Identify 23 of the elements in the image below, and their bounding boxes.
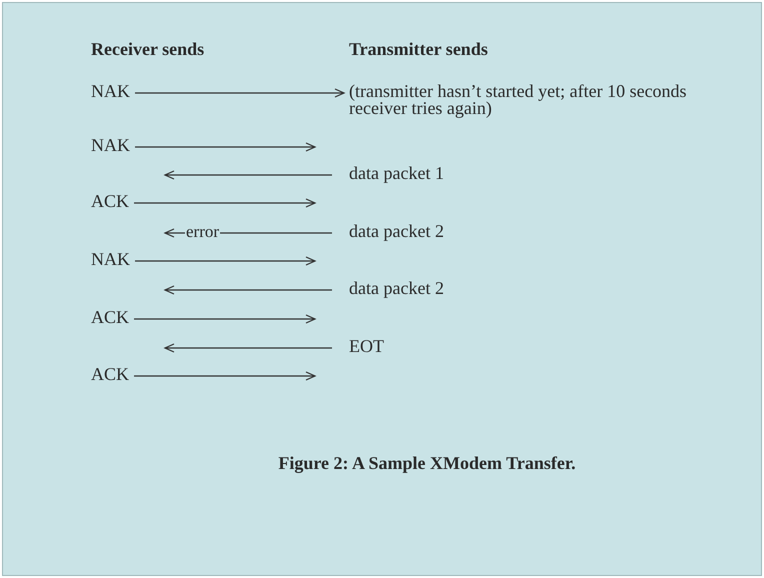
receiver-message: ACK — [91, 193, 130, 210]
transmitter-message: EOT — [349, 338, 384, 355]
receiver-message: ACK — [91, 309, 130, 326]
transmitter-message: data packet 2 — [349, 223, 444, 240]
arrow — [135, 256, 316, 266]
arrow — [164, 170, 332, 180]
arrow — [134, 314, 316, 324]
transmitter-message: data packet 2 — [349, 280, 444, 297]
arrow — [134, 198, 316, 208]
figure-caption: Figure 2: A Sample XModem Transfer. — [278, 453, 576, 473]
transmitter-message: data packet 1 — [349, 165, 444, 182]
receiver-message: ACK — [91, 366, 130, 383]
arrow — [164, 343, 332, 353]
arrow — [135, 142, 316, 152]
arrow — [134, 371, 316, 381]
arrow — [135, 88, 345, 98]
receiver-message: NAK — [91, 137, 130, 154]
transmitter-message: (transmitter hasn’t started yet; after 10 seconds receiver tries again) — [349, 83, 711, 117]
arrow — [164, 285, 332, 295]
receiver-message: NAK — [91, 251, 130, 268]
column-heading: Transmitter sends — [349, 41, 488, 58]
receiver-message: NAK — [91, 83, 130, 100]
column-heading: Receiver sends — [91, 41, 204, 58]
